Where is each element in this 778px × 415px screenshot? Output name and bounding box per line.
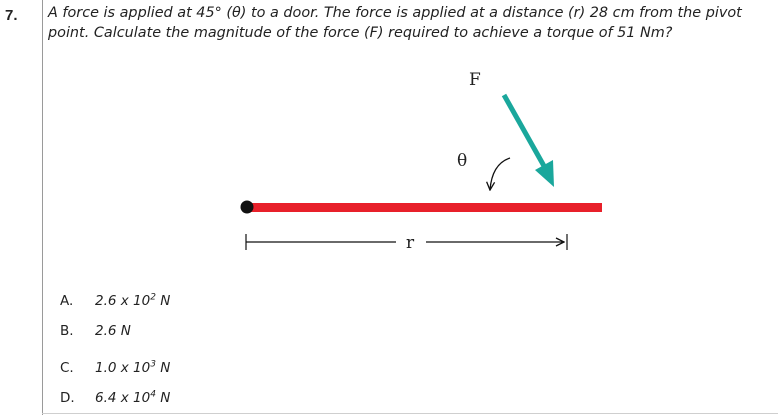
door-bar	[248, 203, 602, 212]
answer-option-d[interactable]: D. 6.4 x 104 N	[60, 390, 170, 406]
bottom-rule	[42, 413, 778, 414]
option-mantissa: 6.4 x 10	[95, 390, 151, 406]
distance-measure	[245, 234, 568, 250]
pivot-point	[240, 200, 254, 214]
force-arrow	[501, 93, 554, 187]
column-divider	[42, 0, 43, 415]
option-unit: N	[155, 293, 171, 309]
distance-label: r	[406, 233, 415, 253]
option-mantissa: 1.0 x 10	[95, 360, 151, 376]
angle-label: θ	[457, 151, 467, 171]
answer-option-b[interactable]: B. 2.6 N	[60, 323, 131, 339]
question-text: A force is applied at 45° (θ) to a door.…	[48, 3, 773, 43]
angle-arc-arrow	[490, 157, 511, 190]
option-unit: N	[155, 390, 171, 406]
answer-option-c[interactable]: C. 1.0 x 103 N	[60, 360, 170, 376]
answer-option-a[interactable]: A. 2.6 x 102 N	[60, 293, 170, 309]
force-label: F	[469, 70, 481, 90]
option-unit: N	[155, 360, 171, 376]
option-mantissa: 2.6 N	[95, 323, 131, 339]
option-letter: B.	[60, 323, 74, 339]
option-mantissa: 2.6 x 10	[95, 293, 151, 309]
option-letter: A.	[60, 293, 74, 309]
option-exponent: 3	[150, 359, 156, 370]
question-line-2: point. Calculate the magnitude of the fo…	[48, 25, 673, 41]
option-letter: D.	[60, 390, 75, 406]
question-line-1: A force is applied at 45° (θ) to a door.…	[48, 5, 742, 21]
question-number: 7.	[5, 7, 18, 24]
option-exponent: 4	[150, 389, 156, 400]
option-letter: C.	[60, 360, 74, 376]
option-exponent: 2	[150, 292, 156, 303]
